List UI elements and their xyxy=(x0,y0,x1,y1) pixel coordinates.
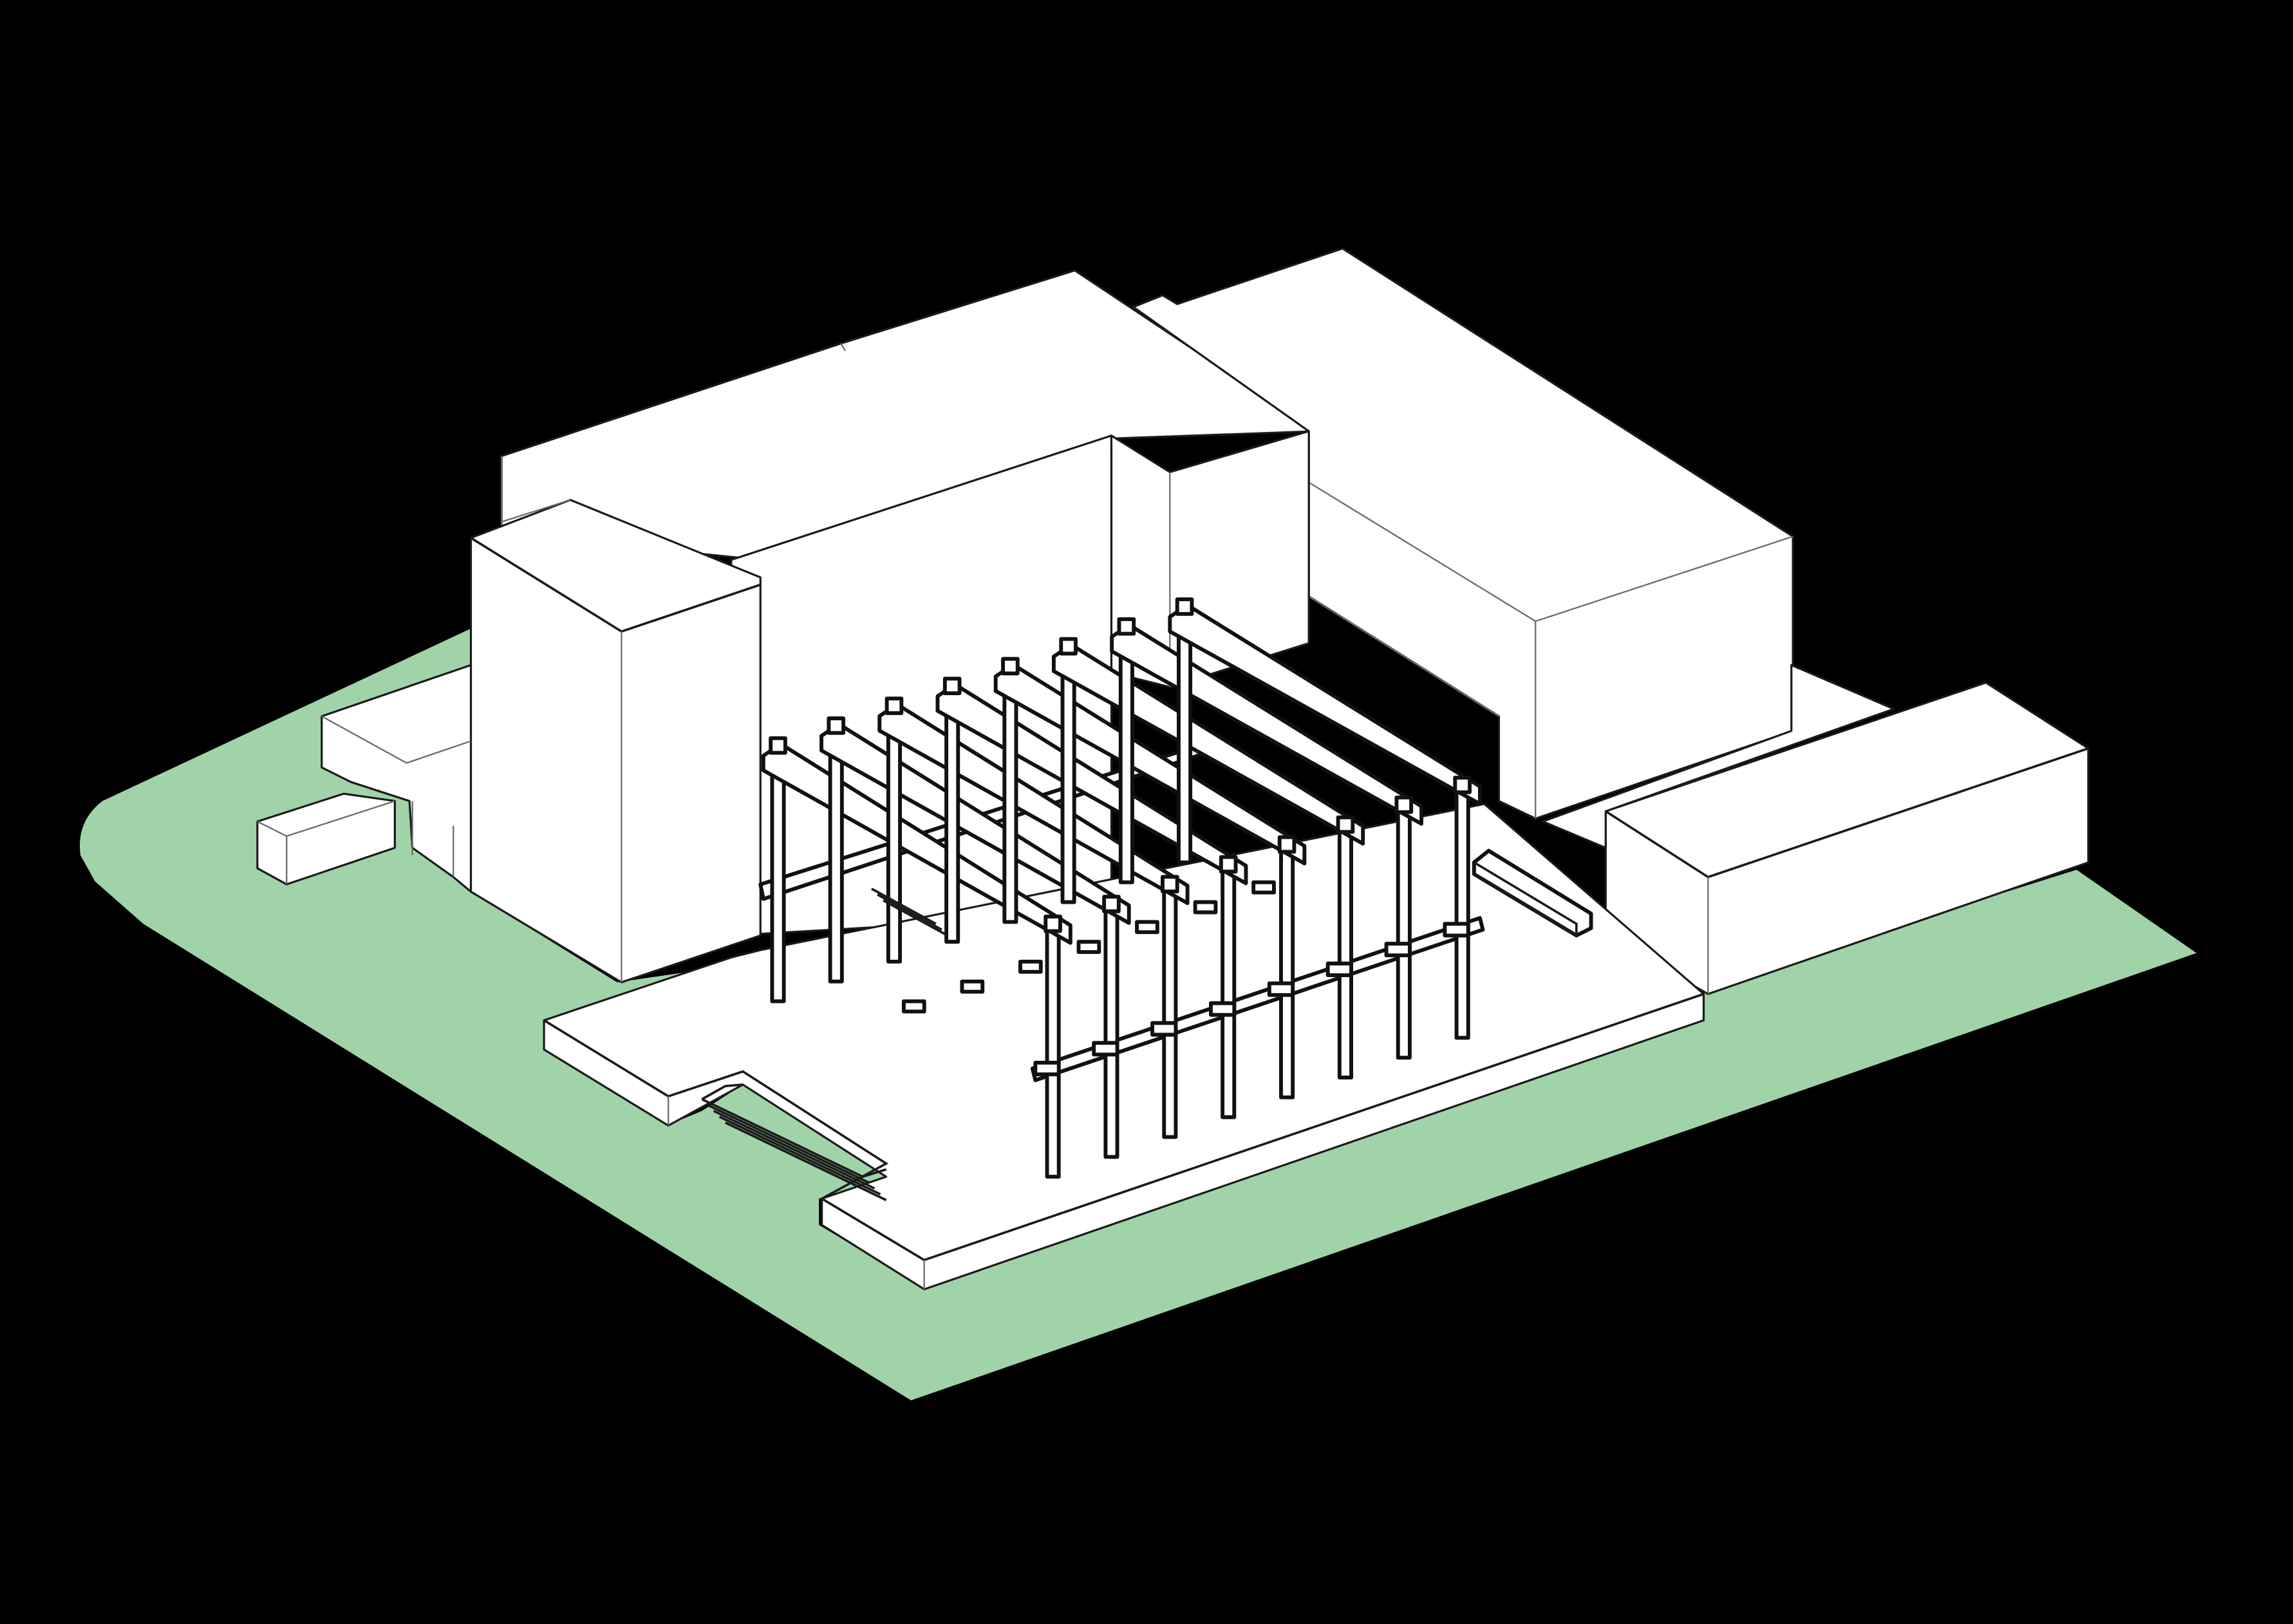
beam-cap-front-1 xyxy=(1044,914,1062,933)
ground-tie-1 xyxy=(901,999,926,1014)
back-post-6 xyxy=(1060,651,1076,904)
front-steps xyxy=(701,1083,887,1202)
rail-tie-7 xyxy=(1384,942,1412,958)
front-post-2 xyxy=(1103,906,1119,1159)
front-post-6 xyxy=(1337,826,1353,1079)
beam-cap-back-5 xyxy=(1001,657,1020,676)
beam-cap-front-3 xyxy=(1161,875,1179,893)
front-post-8 xyxy=(1454,787,1470,1040)
front-post-5 xyxy=(1279,846,1295,1099)
back-post-8 xyxy=(1177,611,1193,864)
front-post-4 xyxy=(1221,866,1237,1119)
beam-cap-back-2 xyxy=(827,716,846,735)
rail-tie-5 xyxy=(1267,981,1295,997)
entry-steps xyxy=(871,888,948,937)
beam-cap-front-8 xyxy=(1453,776,1472,794)
rail-tie-8 xyxy=(1443,922,1470,938)
right-low-building xyxy=(1542,664,2090,995)
beam-cap-back-7 xyxy=(1117,617,1136,636)
back-post-1 xyxy=(770,751,786,1003)
beam-cap-back-1 xyxy=(769,736,787,755)
beam-cap-front-5 xyxy=(1277,835,1296,854)
back-post-3 xyxy=(886,711,903,964)
ground-tie-2 xyxy=(960,979,985,994)
bench-right xyxy=(1472,848,1593,938)
back-post-2 xyxy=(828,731,844,984)
beam-cap-back-4 xyxy=(942,677,962,696)
back-post-7 xyxy=(1118,631,1134,884)
ground-tie-4 xyxy=(1076,940,1101,954)
rail-tie-6 xyxy=(1325,961,1353,977)
ground-tie-7 xyxy=(1251,880,1276,895)
rail-tie-4 xyxy=(1209,1001,1237,1017)
rail-tie-2 xyxy=(1092,1041,1119,1057)
beam-cap-front-2 xyxy=(1102,895,1121,913)
front-post-3 xyxy=(1162,886,1178,1139)
front-post-1 xyxy=(1045,926,1061,1179)
beam-cap-back-8 xyxy=(1175,597,1194,616)
rail-tie-1 xyxy=(1033,1061,1061,1077)
front-left-building xyxy=(469,499,762,984)
ground-tie-3 xyxy=(1018,959,1043,974)
beam-cap-back-3 xyxy=(884,696,904,715)
front-post-7 xyxy=(1396,807,1412,1060)
beam-cap-front-4 xyxy=(1219,855,1238,874)
back-post-4 xyxy=(944,691,960,944)
back-post-5 xyxy=(1002,671,1018,924)
beam-cap-front-7 xyxy=(1394,796,1414,814)
rail-tie-3 xyxy=(1150,1021,1178,1037)
ground-tie-5 xyxy=(1135,920,1159,935)
beam-cap-back-6 xyxy=(1059,637,1078,656)
left-low-wing xyxy=(256,664,473,893)
beam-cap-front-6 xyxy=(1336,815,1355,834)
green-ground-plane xyxy=(79,628,2197,1401)
timber-pergola-frame xyxy=(758,597,1485,1179)
ground-tie-6 xyxy=(1193,900,1218,915)
